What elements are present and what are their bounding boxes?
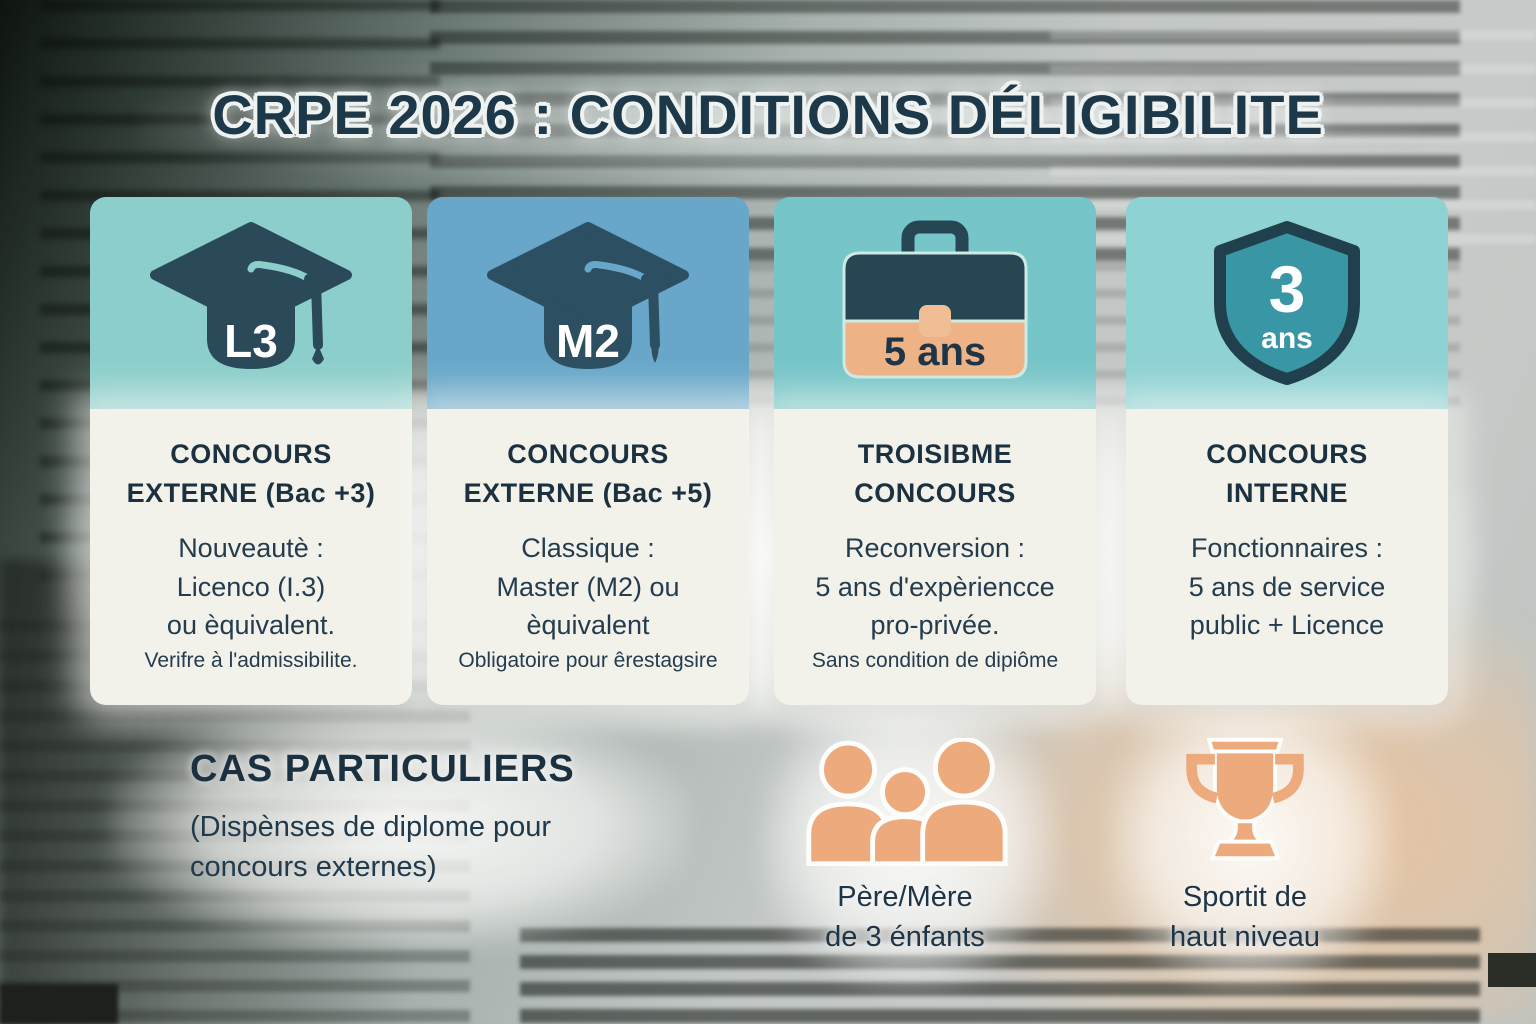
briefcase-icon: 5 ans <box>842 220 1028 379</box>
card-header: 3 ans <box>1126 197 1448 409</box>
card-title: TROISIBME CONCOURS <box>854 439 1016 509</box>
cas-particuliers-section: CAS PARTICULIERS (Dispènses de diplome p… <box>190 748 750 887</box>
graduation-cap-icon: L3 <box>150 222 352 369</box>
card-concours-interne: 3 ans CONCOURS INTERNE Fonctionnaires : … <box>1126 197 1448 705</box>
card-text: Reconversion : 5 ans d'expèriencce pro-p… <box>815 533 1055 640</box>
card-concours-externe-bac3: L3 CONCOURS EXTERNE (Bac +3) Nouveautè :… <box>90 197 412 705</box>
card-text: Classique : Master (M2) ou èquivalent <box>496 533 680 640</box>
card-body: CONCOURS EXTERNE (Bac +3) Nouveautè : Li… <box>90 409 412 705</box>
cap-badge-label: L3 <box>224 315 278 367</box>
card-note: Verifre à l'admissibilite. <box>144 649 358 673</box>
card-body: TROISIBME CONCOURS Reconversion : 5 ans … <box>774 409 1096 705</box>
shield-icon: 3 ans <box>1214 221 1360 385</box>
trophy-badge: Sportit de haut niveau <box>1125 732 1365 957</box>
card-title: CONCOURS EXTERNE (Bac +3) <box>126 439 376 509</box>
family-badge: Père/Mère de 3 énfants <box>785 736 1025 957</box>
card-body: CONCOURS INTERNE Fonctionnaires : 5 ans … <box>1126 409 1448 705</box>
card-text: Fonctionnaires : 5 ans de service public… <box>1188 533 1386 640</box>
card-title: CONCOURS EXTERNE (Bac +5) <box>463 439 713 509</box>
card-header: L3 <box>90 197 412 409</box>
briefcase-badge-label: 5 ans <box>884 330 986 374</box>
card-concours-externe-bac5: M2 CONCOURS EXTERNE (Bac +5) Classique :… <box>427 197 749 705</box>
cap-badge-label: M2 <box>556 315 620 367</box>
family-icon <box>806 736 1008 867</box>
background-title-glow <box>140 60 1420 180</box>
shield-unit-label: ans <box>1261 322 1313 355</box>
card-title: CONCOURS INTERNE <box>1206 439 1368 509</box>
background-dark-corner <box>0 984 118 1024</box>
card-troisieme-concours: 5 ans TROISIBME CONCOURS Reconversion : … <box>774 197 1096 705</box>
shield-number-label: 3 <box>1269 252 1306 326</box>
card-header: M2 <box>427 197 749 409</box>
cas-particuliers-heading: CAS PARTICULIERS <box>190 748 575 790</box>
page-title: CRPE 2026 : CONDITIONS DÉLIGIBILITE <box>212 83 1324 146</box>
card-body: CONCOURS EXTERNE (Bac +5) Classique : Ma… <box>427 409 749 705</box>
trophy-icon <box>1186 737 1304 861</box>
card-header: 5 ans <box>774 197 1096 409</box>
trophy-badge-label: Sportit de haut niveau <box>1170 881 1320 954</box>
background-dark-bar <box>1488 953 1536 987</box>
cas-glow <box>110 700 690 950</box>
graduation-cap-icon: M2 <box>487 222 689 369</box>
card-text: Nouveautè : Licenco (I.3) ou èquivalent. <box>166 533 336 640</box>
card-note: Sans condition de dipiôme <box>811 649 1059 673</box>
cas-particuliers-subheading: (Dispènses de diplome pour concours exte… <box>190 811 552 884</box>
family-badge-label: Père/Mère de 3 énfants <box>825 881 985 954</box>
card-note: Obligatoire pour êrestagsire <box>458 649 718 673</box>
